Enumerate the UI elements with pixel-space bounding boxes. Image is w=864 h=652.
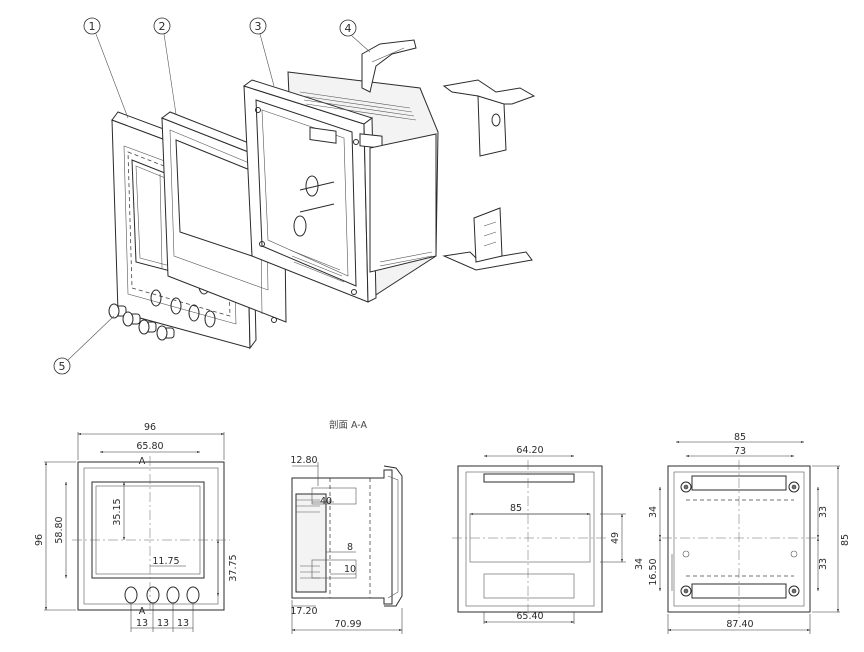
back-left-lower-dim: 34	[634, 558, 645, 570]
mounting-hole	[680, 585, 692, 597]
back-right-lower-dim: 33	[818, 558, 829, 570]
rear-view: 64.20 85 49 65.40	[452, 445, 626, 624]
svg-text:5: 5	[59, 360, 66, 373]
callout-2: 2	[153, 17, 177, 115]
exploded-view: 1 2 3 4 5	[53, 17, 536, 375]
side-clip-gap-dim: 8	[347, 542, 353, 553]
front-pitch-dim-3: 13	[177, 618, 189, 629]
rear-inner-width-dim: 85	[510, 503, 522, 514]
side-flange-dim: 12.80	[290, 455, 317, 466]
back-bottom-width-dim: 87.40	[726, 619, 753, 630]
back-left-upper-dim: 34	[648, 506, 659, 518]
button-knob	[122, 311, 141, 327]
back-hole-pitch-dim: 73	[734, 446, 746, 457]
back-left-small-dim: 16.50	[648, 558, 659, 585]
section-mark-bottom: A	[139, 606, 146, 617]
callout-3: 3	[249, 17, 275, 87]
front-button-height-dim: 37.75	[228, 554, 239, 581]
rear-bottom-width-dim: 65.40	[516, 611, 543, 622]
button-knob	[108, 303, 127, 319]
back-right-upper-dim: 33	[818, 506, 829, 518]
button-knob	[138, 319, 157, 335]
back-view: 85 73 34 34 16.50 33 33 85 87.40	[634, 432, 851, 634]
callout-1: 1	[83, 17, 129, 119]
button-knob	[156, 325, 175, 341]
rear-height-dim: 49	[610, 532, 621, 544]
front-width-dim: 96	[144, 422, 156, 433]
section-title: 剖面 A-A	[329, 419, 368, 431]
back-right-height-dim: 85	[840, 534, 851, 546]
mounting-hole	[682, 550, 690, 558]
side-bottom-offset-dim: 17.20	[290, 606, 317, 617]
mounting-hole	[788, 481, 800, 493]
section-mark-top: A	[139, 456, 146, 467]
callout-5: 5	[53, 315, 115, 375]
buttons-part	[108, 303, 175, 341]
svg-text:1: 1	[89, 20, 96, 33]
front-window-offset-dim: 35.15	[112, 498, 123, 525]
mounting-hole	[680, 481, 692, 493]
mounting-hole	[790, 550, 798, 558]
svg-text:3: 3	[255, 20, 262, 33]
mounting-clips-part	[361, 39, 536, 271]
front-window-height-dim: 58.80	[54, 516, 65, 543]
side-depth-dim: 70.99	[334, 619, 361, 630]
housing-part	[242, 71, 439, 303]
side-view: 12.80 40 8 10 17.20 70.99	[290, 455, 403, 634]
front-button-offset-dim: 11.75	[152, 556, 179, 567]
front-pitch-dim-1: 13	[136, 618, 148, 629]
callout-4: 4	[339, 19, 371, 53]
side-rib-dim: 40	[320, 496, 332, 507]
front-pitch-dim-2: 13	[157, 618, 169, 629]
back-outer-width-dim: 85	[734, 432, 746, 443]
mounting-hole	[788, 585, 800, 597]
side-clip-height-dim: 10	[344, 564, 356, 575]
front-height-dim: 96	[34, 534, 45, 546]
svg-text:2: 2	[159, 20, 166, 33]
svg-text:4: 4	[345, 22, 352, 35]
rear-top-width-dim: 64.20	[516, 445, 543, 456]
front-window-width-dim: 65.80	[136, 441, 163, 452]
front-view: 96 65.80 A 96 58.80 35.15 11.75 37.75 13…	[34, 422, 239, 632]
